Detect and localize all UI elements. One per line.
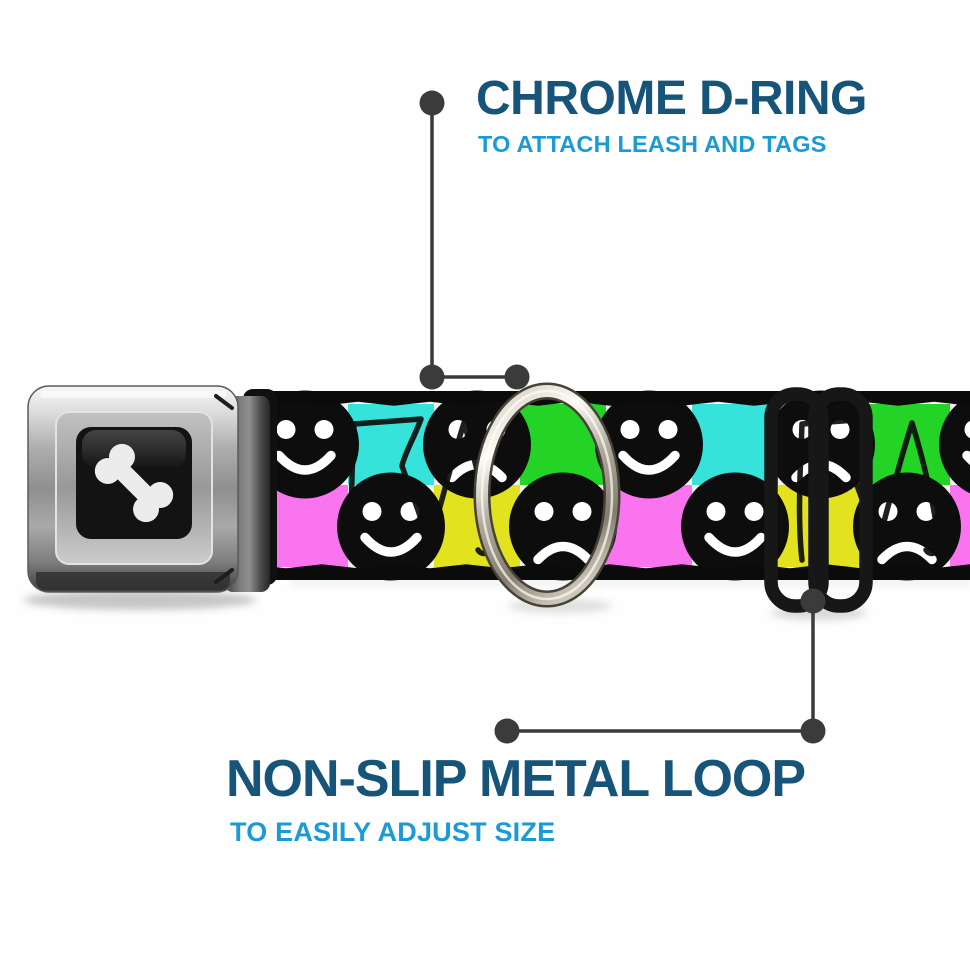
callout-dot: [419, 364, 445, 390]
buckle-hinge-notch: [214, 568, 234, 584]
slider-left-loop: [764, 387, 829, 613]
loop-callout-line: [507, 601, 815, 733]
buckle-bottom-lip: [36, 572, 230, 590]
callout-dots: [419, 90, 826, 744]
callout-dot: [800, 588, 826, 614]
smiley-face-icon: [939, 395, 970, 494]
buckle-hinge-notch: [214, 394, 234, 410]
callout-dot: [504, 364, 530, 390]
callout-dot: [494, 718, 520, 744]
dring-callout-subtitle: TO ATTACH LEASH AND TAGS: [478, 131, 827, 157]
loop-callout-title: NON-SLIP METAL LOOP: [226, 750, 806, 808]
smiley-face-icon: [595, 390, 703, 499]
logo-plate-sheen: [82, 430, 186, 468]
webbing-edge: [248, 564, 970, 580]
collar-webbing: [243, 389, 970, 585]
smiley-face-icon: [251, 390, 359, 499]
dog-bone-icon: [94, 443, 174, 523]
dring-callout-title: CHROME D-RING: [476, 72, 867, 125]
scribble-doodle: [796, 416, 942, 563]
buckle-highlight: [40, 391, 226, 398]
callout-dot: [800, 718, 826, 744]
pattern-square-magenta: [606, 485, 693, 567]
loop-callout-subtitle: TO EASILY ADJUST SIZE: [230, 817, 556, 847]
frowny-face-icon: [509, 472, 617, 581]
slider-right-loop: [808, 387, 873, 613]
chrome-d-ring-icon: [473, 382, 621, 608]
seatbelt-buckle: [27, 385, 270, 593]
callout-dot: [419, 90, 445, 116]
metal-loop-slider-icon: [764, 387, 873, 613]
smiley-face-icon: [681, 472, 789, 581]
smiley-face-icon: [337, 472, 445, 581]
